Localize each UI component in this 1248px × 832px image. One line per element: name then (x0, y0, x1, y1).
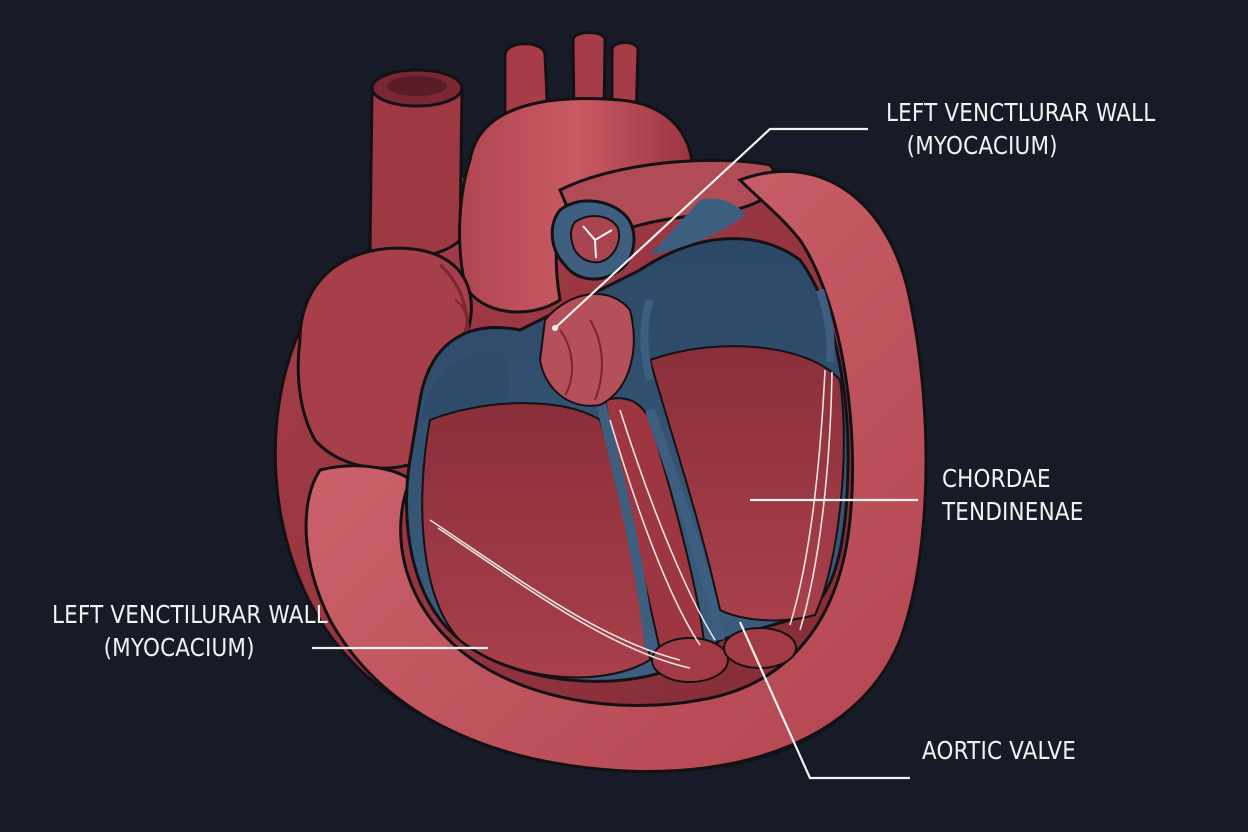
leader-line-top (554, 127, 868, 329)
valve-leaflets (538, 293, 635, 407)
chordae-tendineae (429, 369, 833, 669)
papillary-muscle-left (421, 402, 652, 679)
aortic-valve-opening (550, 199, 636, 281)
label-left-ventricular-wall-left: LEFT VENCTILURAR WALL (MYOCACIUM) (52, 598, 328, 664)
label-line: LEFT VENCTLURAR WALL (886, 98, 1156, 127)
label-line: (MYOCACIUM) (103, 633, 255, 662)
label-left-ventricular-wall-top: LEFT VENCTLURAR WALL (MYOCACIUM) (886, 96, 1155, 162)
label-line: (MYOCACIUM) (906, 131, 1058, 160)
label-line: TENDINENAE (942, 497, 1084, 526)
label-line: AORTIC VALVE (922, 736, 1076, 765)
label-chordae-tendineae: CHORDAE TENDINENAE (942, 462, 1083, 528)
papillary-base-left (651, 637, 729, 683)
label-line: LEFT VENCTILURAR WALL (52, 600, 328, 629)
papillary-muscle-right (648, 345, 845, 622)
leader-lines (312, 127, 918, 780)
ventricle-wall-ring (304, 169, 928, 773)
label-line: CHORDAE (942, 464, 1051, 493)
leader-dot-top (552, 325, 558, 331)
leader-line-aortic (738, 621, 910, 780)
label-aortic-valve: AORTIC VALVE (922, 734, 1076, 767)
papillary-base-right (723, 627, 797, 669)
